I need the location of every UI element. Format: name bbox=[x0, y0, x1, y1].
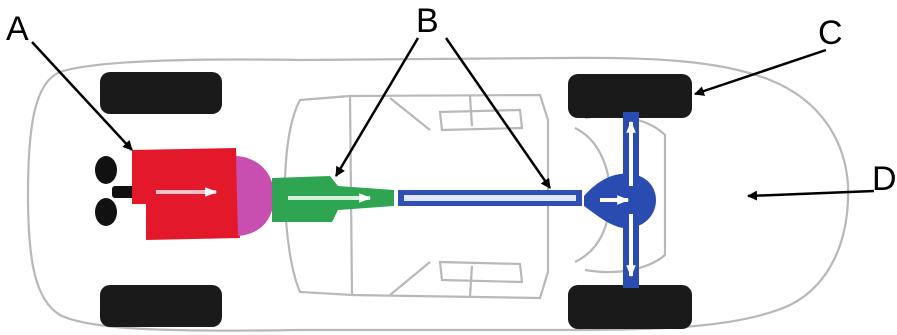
tyre-front-right bbox=[100, 285, 222, 327]
tyres bbox=[100, 72, 692, 329]
drive-shaft-highlight bbox=[404, 195, 576, 201]
label-c: C bbox=[818, 14, 843, 52]
tyre-front-left bbox=[100, 72, 222, 114]
fan-hub bbox=[112, 186, 136, 198]
cabin-line-bottom bbox=[389, 261, 431, 296]
arrow-a bbox=[31, 41, 133, 151]
car-body-outline bbox=[26, 56, 850, 332]
arrow-b-shaft bbox=[444, 37, 552, 189]
cooling-fan bbox=[95, 156, 136, 226]
label-b: B bbox=[416, 2, 439, 40]
cabin-line-top bbox=[389, 97, 431, 131]
callout-arrows bbox=[31, 37, 875, 201]
fan-blade-top bbox=[95, 156, 117, 184]
tyre-rear-right bbox=[568, 285, 692, 329]
seat-front-left bbox=[438, 108, 524, 132]
arrow-c bbox=[694, 48, 827, 96]
arrow-d bbox=[747, 189, 875, 201]
label-a: A bbox=[6, 10, 29, 48]
clutch-housing bbox=[236, 156, 274, 236]
arrow-b-gearbox bbox=[334, 37, 420, 177]
seat-front-right bbox=[438, 260, 524, 284]
tyre-rear-left bbox=[568, 74, 692, 118]
fan-blade-bottom bbox=[95, 198, 117, 226]
label-d: D bbox=[872, 160, 897, 198]
